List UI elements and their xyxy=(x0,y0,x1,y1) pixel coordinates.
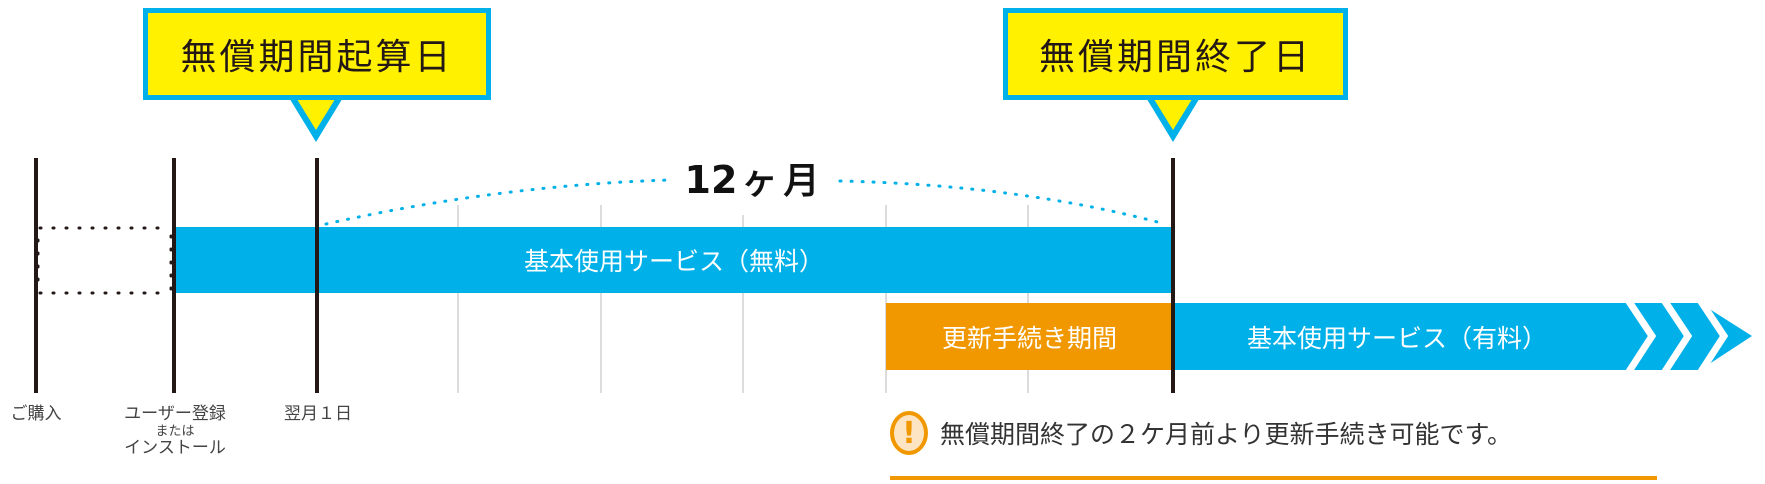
renewal-note: ! 無償期間終了の２ケ月前より更新手続き可能です。 xyxy=(890,411,1660,455)
registration-line2: インストール xyxy=(124,438,226,459)
callout-end-text: 無償期間終了日 xyxy=(1038,37,1312,78)
month-gridline xyxy=(885,205,887,393)
registration-or: または xyxy=(155,423,195,439)
duration-arc-left xyxy=(324,178,672,226)
registration-line1: ユーザー登録 xyxy=(124,404,226,424)
timeline-start-line xyxy=(315,158,319,393)
paid-service-arrow xyxy=(1175,303,1752,370)
free-service-bar: 基本使用サービス（無料） xyxy=(175,227,1173,293)
timeline-registration-line xyxy=(172,158,176,393)
callout-start-text: 無償期間起算日 xyxy=(180,37,454,78)
renewal-period-label: 更新手続き期間 xyxy=(941,323,1117,353)
note-underline xyxy=(890,476,1657,480)
renewal-note-text: 無償期間終了の２ケ月前より更新手続き可能です。 xyxy=(940,420,1513,449)
month-gridline xyxy=(600,205,602,393)
chevron-arrows-icon xyxy=(1625,298,1729,375)
duration-number: 12 xyxy=(684,158,738,202)
paid-service-label: 基本使用サービス（有料） xyxy=(1246,323,1547,353)
timeline-purchase-line xyxy=(34,158,38,393)
pre-registration-dotted-box xyxy=(36,226,173,295)
renewal-period-bar: 更新手続き期間 xyxy=(886,303,1173,370)
free-service-label: 基本使用サービス（無料） xyxy=(523,247,824,276)
duration-unit: ヶ月 xyxy=(741,161,826,202)
callout-free-period-end: 無償期間終了日 xyxy=(1003,8,1348,100)
month-gridline xyxy=(1027,205,1029,393)
paid-service-bar: 基本使用サービス（有料） xyxy=(1177,303,1617,370)
timeline-end-line xyxy=(1171,158,1175,393)
exclamation-circle-icon: ! xyxy=(890,411,928,455)
label-registration: ユーザー登録 または インストール xyxy=(108,404,242,459)
callout-free-period-start: 無償期間起算日 xyxy=(143,8,491,100)
duration-arc-right xyxy=(838,179,1167,226)
label-purchase: ご購入 xyxy=(10,404,62,424)
month-gridline xyxy=(742,215,744,393)
month-gridline xyxy=(457,205,459,393)
label-next-month-first: 翌月１日 xyxy=(284,404,352,424)
